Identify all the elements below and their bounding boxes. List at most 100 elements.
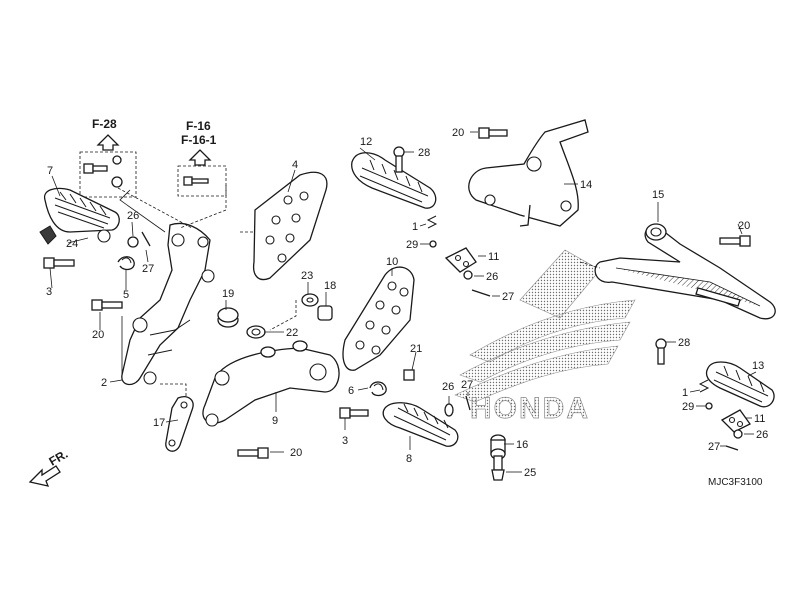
- plate-part-11: [720, 409, 751, 433]
- callout-20: 20: [738, 220, 750, 232]
- honda-wing-logo: HONDA: [454, 249, 636, 425]
- pin-part-27: [471, 289, 491, 297]
- washer-part-23: [301, 293, 319, 307]
- callout-27: 27: [461, 379, 473, 391]
- callout-2: 2: [101, 377, 107, 389]
- front-direction-arrow: FR.: [28, 447, 71, 487]
- callout-23: 23: [301, 270, 313, 282]
- callout-20: 20: [290, 447, 302, 459]
- washer-part-26: [733, 429, 743, 439]
- plate-part-17: [165, 396, 194, 452]
- plate-part-11: [444, 247, 477, 273]
- collar-part-22: [246, 325, 266, 339]
- pin-part-27: [725, 445, 739, 451]
- brand-text: HONDA: [470, 392, 590, 425]
- callout-26: 26: [442, 381, 454, 393]
- rider-footpeg-8: [382, 402, 459, 447]
- diagram-code: MJC3F3100: [708, 477, 763, 488]
- arrow-up-icon: [96, 134, 120, 151]
- callout-labels: 7 24 3 26 27 5 20 2 17 4 19 23 18 22 9 2…: [46, 127, 768, 479]
- callout-15: 15: [652, 189, 664, 201]
- washer-part: [111, 176, 123, 188]
- callout-29: 29: [682, 401, 694, 413]
- reference-f16: F-16 F-16-1: [177, 119, 227, 197]
- bolt-part: [83, 163, 108, 174]
- reference-box: [79, 151, 137, 198]
- reference-f28: F-28: [79, 117, 137, 198]
- passenger-bracket-14: [468, 119, 589, 227]
- callout-9: 9: [272, 415, 278, 427]
- callout-27: 27: [708, 441, 720, 453]
- bolt-part-3: [339, 407, 369, 419]
- callout-10: 10: [386, 256, 398, 268]
- pin-part-27: [465, 395, 471, 411]
- callout-18: 18: [324, 280, 336, 292]
- callout-28: 28: [418, 147, 430, 159]
- spring-part-6: [369, 381, 387, 397]
- bush-part-18: [317, 305, 333, 321]
- callout-29: 29: [406, 239, 418, 251]
- ball-part-29: [429, 240, 437, 248]
- bolt-part: [183, 176, 209, 186]
- callout-5: 5: [123, 289, 129, 301]
- callout-14: 14: [580, 179, 592, 191]
- callout-20: 20: [452, 127, 464, 139]
- callout-8: 8: [406, 453, 412, 465]
- left-footpeg: [39, 187, 120, 245]
- spring-part-1: [698, 379, 710, 393]
- spring-part-1: [426, 215, 438, 229]
- callout-26: 26: [756, 429, 768, 441]
- callout-3: 3: [46, 286, 52, 298]
- reference-box: [177, 165, 227, 197]
- pillion-handle-15: [594, 223, 776, 320]
- passenger-footpeg-13: [705, 361, 775, 408]
- callout-27: 27: [142, 263, 154, 275]
- bolt-part-21: [403, 369, 415, 381]
- reference-f16-label: F-16: [186, 119, 211, 133]
- washer-part: [112, 155, 122, 165]
- callout-1: 1: [412, 221, 418, 233]
- callout-12: 12: [360, 136, 372, 148]
- callout-4: 4: [292, 159, 298, 171]
- callout-1: 1: [682, 387, 688, 399]
- callout-20: 20: [92, 329, 104, 341]
- bolt-part-20: [719, 235, 751, 247]
- washer-part-26: [463, 270, 473, 280]
- reference-f16-1-label: F-16-1: [181, 133, 217, 147]
- callout-28: 28: [678, 337, 690, 349]
- callout-24: 24: [66, 238, 78, 250]
- bolt-part-20: [478, 127, 508, 139]
- front-label: FR.: [47, 447, 71, 469]
- callout-13: 13: [752, 360, 764, 372]
- callout-27: 27: [502, 291, 514, 303]
- callout-22: 22: [286, 327, 298, 339]
- callout-7: 7: [47, 165, 53, 177]
- callout-25: 25: [524, 467, 536, 479]
- pin-part-28: [655, 338, 667, 365]
- callout-19: 19: [222, 288, 234, 300]
- bolt-part-20: [91, 299, 123, 311]
- heel-guard-left: [252, 171, 328, 281]
- callout-26: 26: [486, 271, 498, 283]
- arrow-up-icon: [188, 149, 212, 166]
- pin-part-27: [141, 231, 151, 247]
- bolt-part-25: [491, 455, 505, 481]
- callout-11: 11: [754, 413, 765, 425]
- bolt-part-3: [43, 257, 75, 269]
- callout-26: 26: [127, 210, 139, 222]
- passenger-footpeg-12: [351, 152, 437, 209]
- washer-part-26: [127, 236, 139, 248]
- collar-part-19: [217, 307, 239, 328]
- callout-16: 16: [516, 439, 528, 451]
- left-step-bracket: [121, 222, 215, 386]
- callout-11: 11: [488, 251, 499, 263]
- callout-3: 3: [342, 435, 348, 447]
- reference-f28-label: F-28: [92, 117, 117, 131]
- washer-part-26: [444, 403, 454, 417]
- ball-part-29: [705, 402, 713, 410]
- heel-guard-right: [342, 266, 415, 371]
- callout-21: 21: [410, 343, 422, 355]
- bolt-part-20: [237, 447, 269, 459]
- callout-17: 17: [153, 417, 165, 429]
